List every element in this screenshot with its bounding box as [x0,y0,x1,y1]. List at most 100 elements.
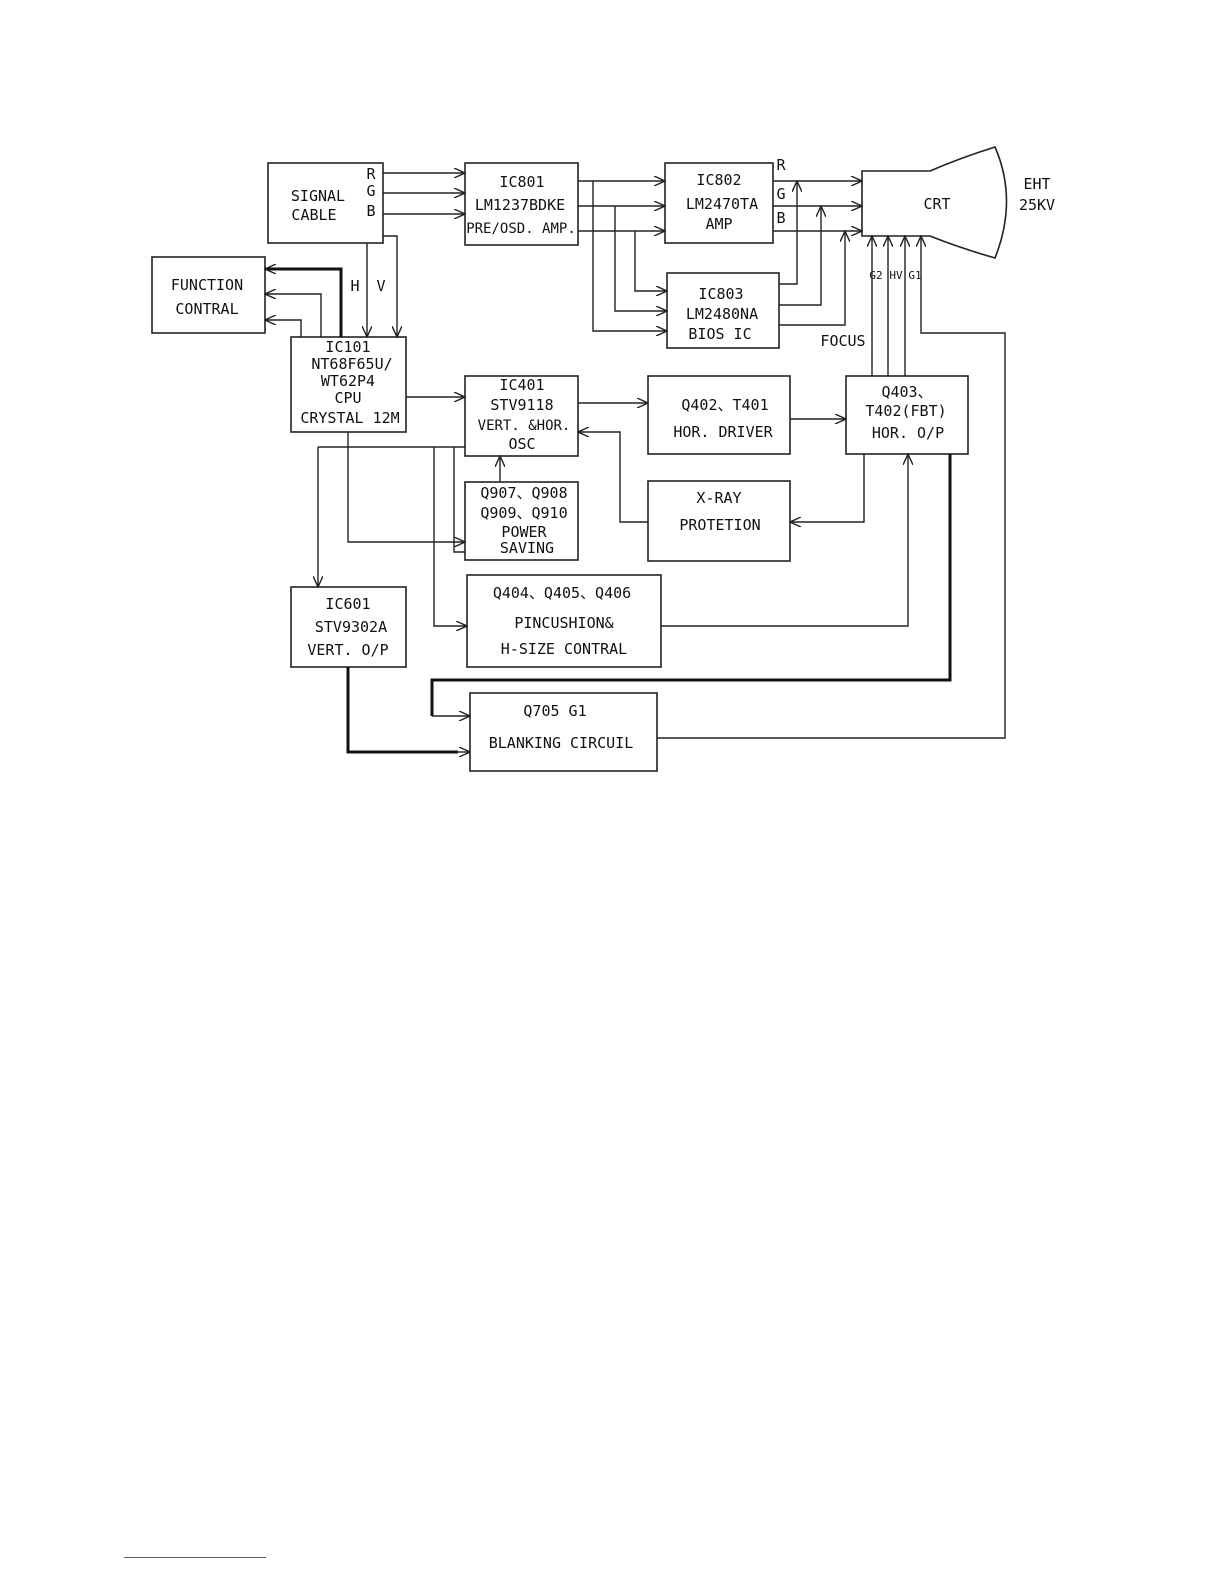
connections [265,173,1006,754]
h-label: H [350,277,359,295]
r-label-amp: R [776,156,786,174]
ic802-text: IC802 LM2470TA AMP [686,171,758,233]
text-line: CONTRAL [175,300,238,318]
wire-403-705-bold [430,454,952,716]
hv-label: HV [889,269,903,282]
text-line: IC601 [325,595,370,613]
text-line: LM2480NA [686,305,758,323]
b-label-signal: B [366,202,375,220]
text-line: Q402、T401 [681,396,768,414]
text-line: IC802 [696,171,741,189]
footer-divider [124,1557,266,1558]
text-line: Q705 G1 [523,702,586,720]
crt-block [861,146,1008,259]
text-line: BLANKING CIRCUIL [489,734,634,752]
text-line: Q909、Q910 [480,504,567,522]
wire-bus-pincushion [433,447,467,626]
wire-803-bias-b [779,231,845,326]
text-line: POWER [501,523,547,541]
ic801-block [464,162,579,246]
ic101-block [290,336,407,433]
wire-801-803-c [634,231,667,291]
text-line: STV9302A [315,618,387,636]
wire-601-705-bold [346,667,458,754]
signal-cable-block [267,162,384,244]
text-line: Q907、Q908 [480,484,567,502]
wire-803-bias-g [779,206,821,306]
text-line: LM1237BDKE [475,196,565,214]
wire-bus-ps2 [453,447,465,553]
pincushion-block [466,574,662,668]
q402-block [647,375,791,455]
wire-g1 [657,236,1006,739]
q402-text: Q402、T401 HOR. DRIVER [673,396,773,441]
text-line: HOR. DRIVER [673,423,773,441]
text-line: HOR. O/P [872,424,944,442]
eht-label: EHT [1023,175,1050,193]
q705-block [469,692,658,772]
text-line: OSC [508,435,535,453]
function-control-block [151,256,266,334]
ic803-block [666,272,780,349]
ic601-text: IC601 STV9302A VERT. O/P [307,595,388,659]
text-line: PINCUSHION& [514,614,613,632]
wire-cpu-func-3 [265,320,302,337]
v-label: V [376,277,385,295]
signal-cable-text: SIGNAL CABLE [291,187,345,224]
text-line: AMP [705,215,732,233]
ic801-text: IC801 LM1237BDKE PRE/OSD. AMP. [466,173,576,237]
text-line: WT62P4 [321,372,375,390]
xray-text: X-RAY PROTETION [679,489,760,534]
wire-803-bias-r [779,181,797,285]
wire-xray-401 [578,432,648,523]
pincushion-text: Q404、Q405、Q406 PINCUSHION& H-SIZE CONTRA… [493,584,631,658]
g-label-amp: G [776,185,785,203]
wire-801-803-b [614,206,667,311]
q705-text: Q705 G1 BLANKING CIRCUIL [489,702,634,752]
b-label-amp: B [776,209,785,227]
wire-403-xray [790,454,865,522]
text-line: CPU [334,389,361,407]
crt-label: CRT [923,195,950,213]
text-line: IC803 [698,285,743,303]
text-line: SAVING [500,539,554,557]
wire-cpu-ps [347,432,465,542]
q403-block [845,375,969,455]
text-line: IC401 [499,376,544,394]
ic803-text: IC803 LM2480NA BIOS IC [686,285,758,343]
function-control-text: FUNCTION CONTRAL [171,276,243,318]
text-line: Q404、Q405、Q406 [493,584,631,602]
ic401-block [464,375,579,457]
wire-v [383,235,397,337]
text-line: IC801 [499,173,544,191]
g-label-signal: G [366,182,375,200]
power-saving-block [464,481,579,561]
wire-pincushion-403 [661,454,908,627]
text-line: X-RAY [696,489,741,507]
power-saving-text: Q907、Q908 Q909、Q910 POWER SAVING [480,484,567,557]
text-line: IC101 [325,338,370,356]
text-line: Q403、 [881,383,932,401]
text-line: CRYSTAL 12M [300,409,399,427]
text-line: FUNCTION [171,276,243,294]
text-line: PROTETION [679,516,760,534]
text-line: SIGNAL [291,187,345,205]
eht-voltage-label: 25KV [1019,196,1055,214]
text-line: CABLE [291,206,336,224]
text-line: H-SIZE CONTRAL [501,640,627,658]
wire-cpu-func-1 [265,269,343,337]
focus-label: FOCUS [820,332,865,350]
text-line: STV9118 [490,396,553,414]
ic401-text: IC401 STV9118 VERT. &HOR. OSC [478,376,571,453]
text-line: VERT. O/P [307,641,388,659]
text-line: NT68F65U/ [311,355,392,373]
text-line: LM2470TA [686,195,758,213]
ic101-text: IC101 NT68F65U/ WT62P4 CPU CRYSTAL 12M [300,338,399,427]
wire-801-803-a [592,181,667,331]
text-line: PRE/OSD. AMP. [466,221,576,237]
text-line: T402(FBT) [865,402,946,420]
q403-text: Q403、 T402(FBT) HOR. O/P [865,383,946,442]
wire-cpu-func-2 [265,294,322,337]
text-line: BIOS IC [688,325,751,343]
